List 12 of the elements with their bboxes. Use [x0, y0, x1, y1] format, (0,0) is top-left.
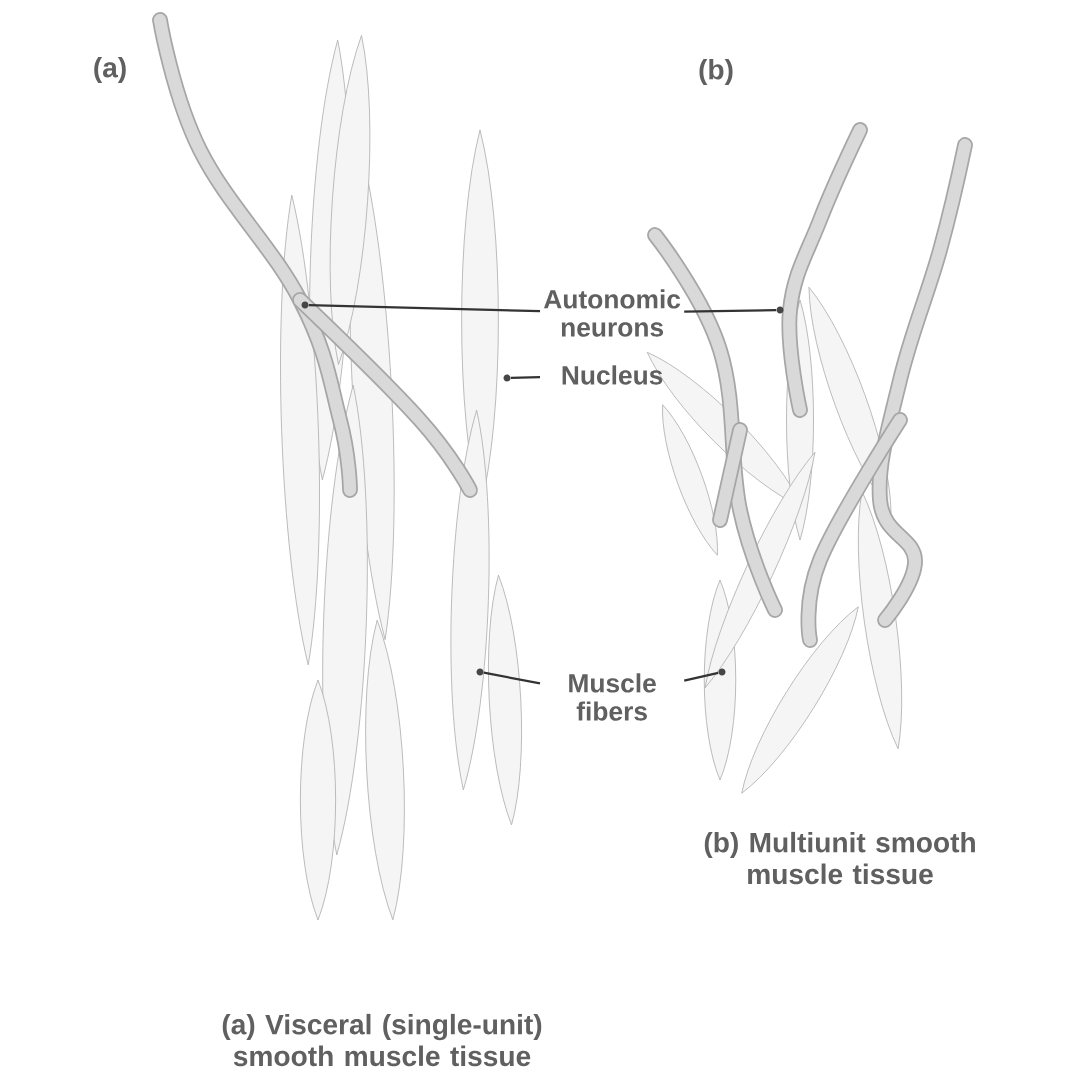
- leader-line: [483, 671, 541, 685]
- panel-caption: (a) Visceral (single-unit) smooth muscle tissue: [222, 1013, 542, 1067]
- leader-line: [510, 375, 541, 380]
- panel-caption: (b) Multiunit smooth muscle tissue: [704, 831, 975, 885]
- callout-label: Autonomic neurons: [543, 289, 681, 337]
- panel-letter: (b): [699, 58, 733, 86]
- callout-label: Muscle fibers: [569, 673, 656, 721]
- leader-line: [684, 308, 777, 313]
- callout-label: Nucleus: [562, 365, 663, 385]
- panel-letter: (a): [94, 56, 126, 84]
- leader-line: [683, 671, 719, 682]
- leader-line: [308, 303, 541, 313]
